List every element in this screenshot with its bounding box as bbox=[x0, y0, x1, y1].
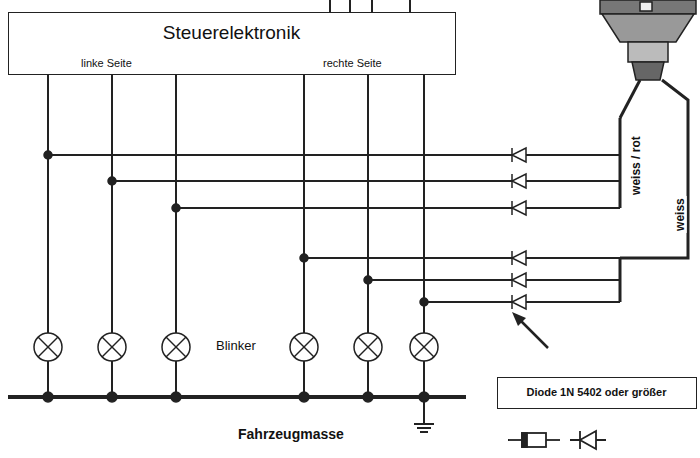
side-label: linke Seite bbox=[81, 57, 132, 69]
wire-color-label: weiss / rot bbox=[629, 135, 642, 198]
diode-note: Diode 1N 5402 oder größer bbox=[527, 386, 667, 398]
wire-color-label: weiss bbox=[673, 197, 686, 234]
unit-title: Steuerelektronik bbox=[163, 23, 300, 44]
control-unit-box: Steuerelektronik linke Seite rechte Seite bbox=[8, 12, 456, 75]
ground-label: Fahrzeugmasse bbox=[236, 427, 346, 442]
diode-note-box: Diode 1N 5402 oder größer bbox=[497, 377, 697, 409]
side-label: rechte Seite bbox=[323, 57, 382, 69]
lamp-label: Blinker bbox=[214, 339, 258, 353]
